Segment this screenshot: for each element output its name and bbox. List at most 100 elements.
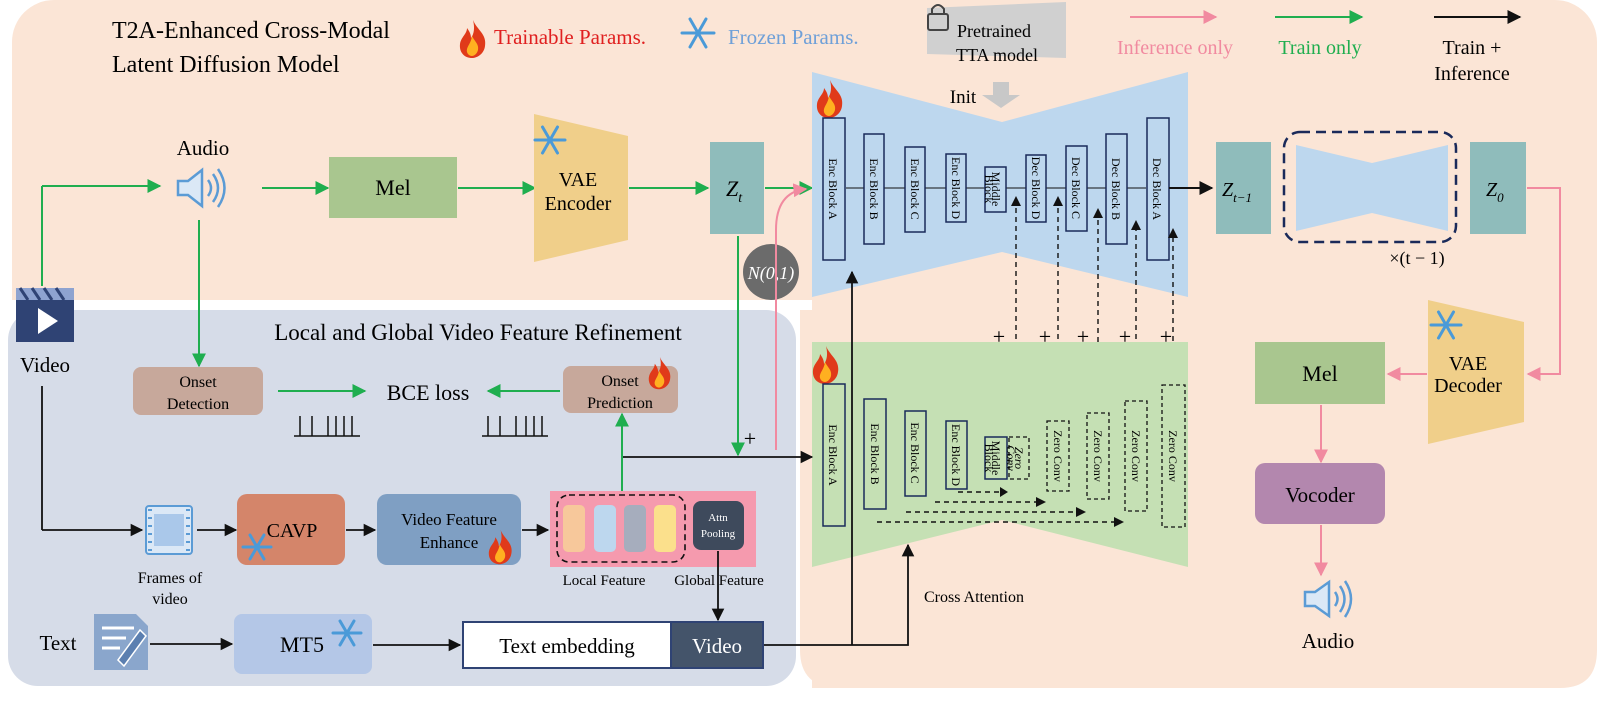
unet-bottom-enc-b-label: Enc Block B [868,423,882,484]
zt-box [710,142,764,234]
arrow-noise-to-unet [775,183,808,450]
video-feature-enhance-box [377,494,521,565]
unet-bottom-middle-label: MiddleBlock [982,441,1003,476]
frames-label-line1: Frames of [138,570,203,587]
pretrained-label-line1: Pretrained [957,21,1031,41]
attn-pooling-line1: Attn [708,512,728,524]
pretrained-tta-shape [927,2,1066,58]
fire-icon [648,357,671,390]
legend-train-inference-1: Train + [1443,37,1502,59]
enhance-line2: Enhance [420,533,479,552]
onset-detection-line2: Detection [167,396,229,413]
legend-frozen: Frozen Params. [728,25,859,49]
vae-decoder-line1: VAE [1449,353,1488,375]
vae-decoder-line2: Decoder [1434,375,1502,397]
legend-trainable: Trainable Params. [494,25,646,49]
skip-connections [877,491,1118,523]
onset-detection-line1: Onset [179,374,217,391]
legend-inference-only: Inference only [1117,37,1233,59]
zero-conv-small [1008,436,1030,480]
unet-top-enc-b-label: Enc Block B [867,158,881,219]
unet-bottom-enc-block-c [904,410,927,497]
legend-train-only: Train only [1278,37,1361,59]
local-token-3 [624,505,646,552]
snowflake-icon [331,619,363,647]
speaker-icon [176,167,226,209]
pretrained-label-line2: TTA model [956,45,1038,65]
noise-circle [743,244,799,300]
text-embedding-box [462,621,672,669]
zero-conv-1 [1046,420,1070,492]
text-embedding-label: Text embedding [499,634,635,658]
unet-top-dec-block-c [1065,145,1088,232]
title-line1: T2A-Enhanced Cross-Modal [112,18,390,44]
zero-conv-arrowheads [1011,196,1178,238]
onset-spikes-right [482,416,548,437]
video-token-label: Video [692,634,742,658]
zero-conv-3 [1124,400,1148,512]
cross-attention-label: Cross Attention [924,589,1024,606]
z0-box [1470,142,1526,234]
vae-encoder-line2: Encoder [545,193,612,215]
zero-conv-small-label: ZeroConv [1004,445,1026,471]
zero-conv-2-label: Zero Conv [1091,430,1105,482]
text-label: Text [39,631,76,655]
unet-top-enc-block-c [904,146,926,233]
video-token-box [670,621,764,669]
audio-output-label: Audio [1302,629,1355,653]
arrow-z0-to-decoder [1526,187,1561,381]
vae-encoder-line1: VAE [559,169,598,191]
zt1-box [1216,142,1271,234]
audio-input-label: Audio [177,136,230,160]
repeat-unet-shape [1296,145,1448,231]
unet-top-dec-a-label: Dec Block A [1150,158,1164,220]
noise-label: N(0,1) [747,263,795,284]
zt-label: Zt [726,176,743,206]
mel-out-box [1255,342,1385,404]
unet-top-middle-block [984,166,1007,213]
unet-top-enc-c-label: Enc Block C [908,158,922,219]
zero-conv-4-label: Zero Conv [1166,430,1180,482]
bce-loss-label: BCE loss [387,380,470,405]
frames-label-line2: video [152,591,188,608]
unet-top-enc-block-d [945,153,967,223]
unet-top-dec-d-label: Dec Block D [1029,157,1043,220]
zero-conv-1-label: Zero Conv [1051,430,1065,482]
local-feature-dashed-box [556,494,686,563]
mel-box [329,157,457,218]
unet-top-enc-a-label: Enc Block A [826,158,840,220]
unet-top-dec-block-b [1105,133,1128,245]
attn-pooling-box [693,501,744,550]
init-label: Init [950,87,977,108]
video-clip-icon [16,287,74,342]
fire-icon [816,80,843,118]
cavp-label: CAVP [267,520,318,542]
speaker-icon [1303,579,1353,619]
unet-bottom-enc-c-label: Enc Block C [908,422,922,483]
snowflake-icon [533,125,567,155]
repeat-label: ×(t − 1) [1389,248,1444,269]
skip-arrowheads [1000,487,1124,527]
video-label: Video [20,353,70,377]
unet-bottom-enc-block-b [863,398,887,510]
snowflake-icon [241,533,273,561]
legend-train-inference-2: Inference [1434,63,1510,85]
onset-detection-box [133,367,263,415]
zero-conv-2 [1086,412,1110,500]
init-arrow [982,82,1020,108]
mel-out-label: Mel [1302,361,1337,386]
unet-top-enc-block-b [863,133,885,245]
z0-label: Z0 [1486,179,1504,205]
attn-pooling-line2: Pooling [701,528,736,540]
local-feature-label: Local Feature [563,573,646,589]
lock-icon [927,4,949,31]
refinement-title: Local and Global Video Feature Refinemen… [274,320,682,345]
fire-icon [459,20,486,58]
snowflake-icon [1429,310,1463,340]
repeat-dashed-box [1282,130,1458,244]
snowflake-icon [680,17,716,49]
local-token-4 [654,505,676,552]
global-feature-label: Global Feature [674,573,764,589]
document-edit-icon [94,614,148,670]
